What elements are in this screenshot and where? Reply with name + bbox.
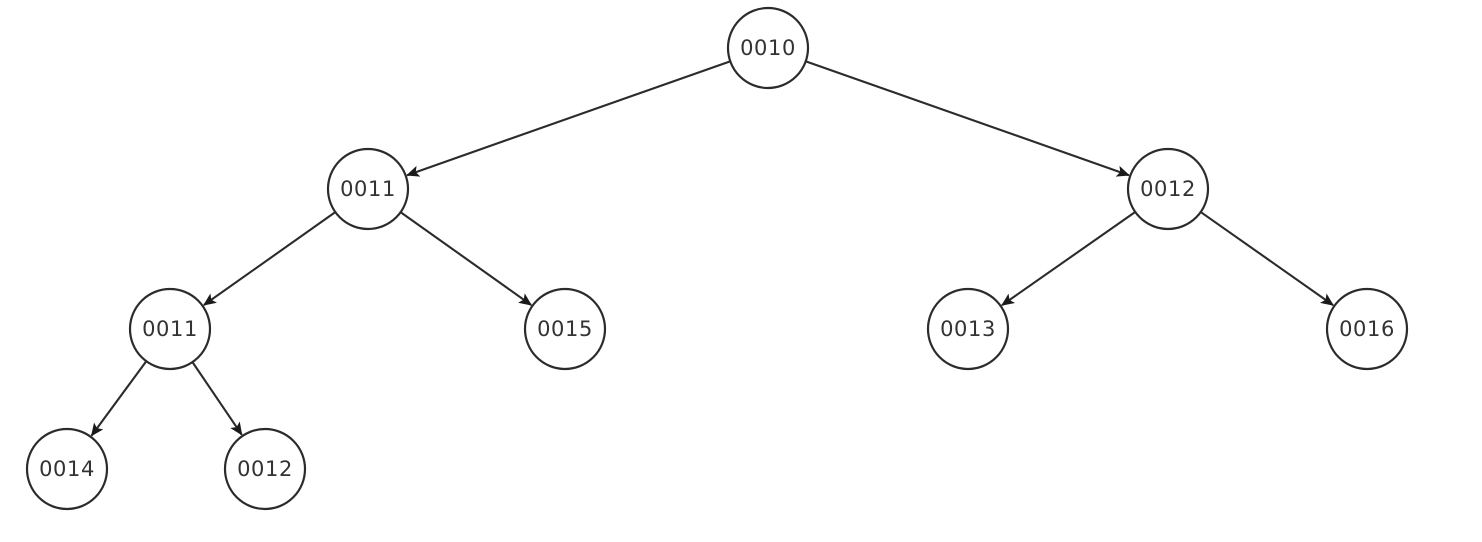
tree-node[interactable]: 0013	[926, 287, 1010, 371]
node-label: 0016	[1339, 317, 1395, 341]
tree-node[interactable]: 0016	[1325, 287, 1409, 371]
node-label: 0015	[537, 317, 593, 341]
node-label: 0012	[237, 457, 293, 481]
tree-edge	[1001, 211, 1136, 307]
tree-node[interactable]: 0011	[128, 287, 212, 371]
tree-node[interactable]: 0012	[1126, 147, 1210, 231]
node-circle[interactable]	[523, 287, 607, 371]
node-label: 0011	[142, 317, 198, 341]
tree-edge	[191, 361, 243, 436]
node-circle[interactable]	[326, 147, 410, 231]
node-circle[interactable]	[25, 427, 109, 511]
node-circle[interactable]	[926, 287, 1010, 371]
tree-edge	[1200, 211, 1334, 306]
tree-node[interactable]: 0010	[726, 6, 810, 90]
tree-node[interactable]: 0012	[223, 427, 307, 511]
node-label: 0012	[1140, 177, 1196, 201]
node-label: 0011	[340, 177, 396, 201]
node-circle[interactable]	[128, 287, 212, 371]
tree-edge	[90, 360, 147, 437]
tree-edge	[400, 211, 533, 306]
node-circle[interactable]	[1126, 147, 1210, 231]
node-label: 0013	[940, 317, 996, 341]
tree-edge	[406, 60, 731, 177]
edges-layer	[90, 60, 1334, 437]
node-circle[interactable]	[223, 427, 307, 511]
tree-edge	[203, 211, 336, 306]
tree-node[interactable]: 0011	[326, 147, 410, 231]
node-label: 0014	[39, 457, 95, 481]
tree-node[interactable]: 0015	[523, 287, 607, 371]
tree-node[interactable]: 0014	[25, 427, 109, 511]
node-circle[interactable]	[1325, 287, 1409, 371]
tree-edge	[805, 60, 1130, 177]
node-circle[interactable]	[726, 6, 810, 90]
node-label: 0010	[740, 36, 796, 60]
nodes-layer: 0010 0011 0012 0011 0015 0013 0016 0014 0012	[25, 6, 1409, 511]
